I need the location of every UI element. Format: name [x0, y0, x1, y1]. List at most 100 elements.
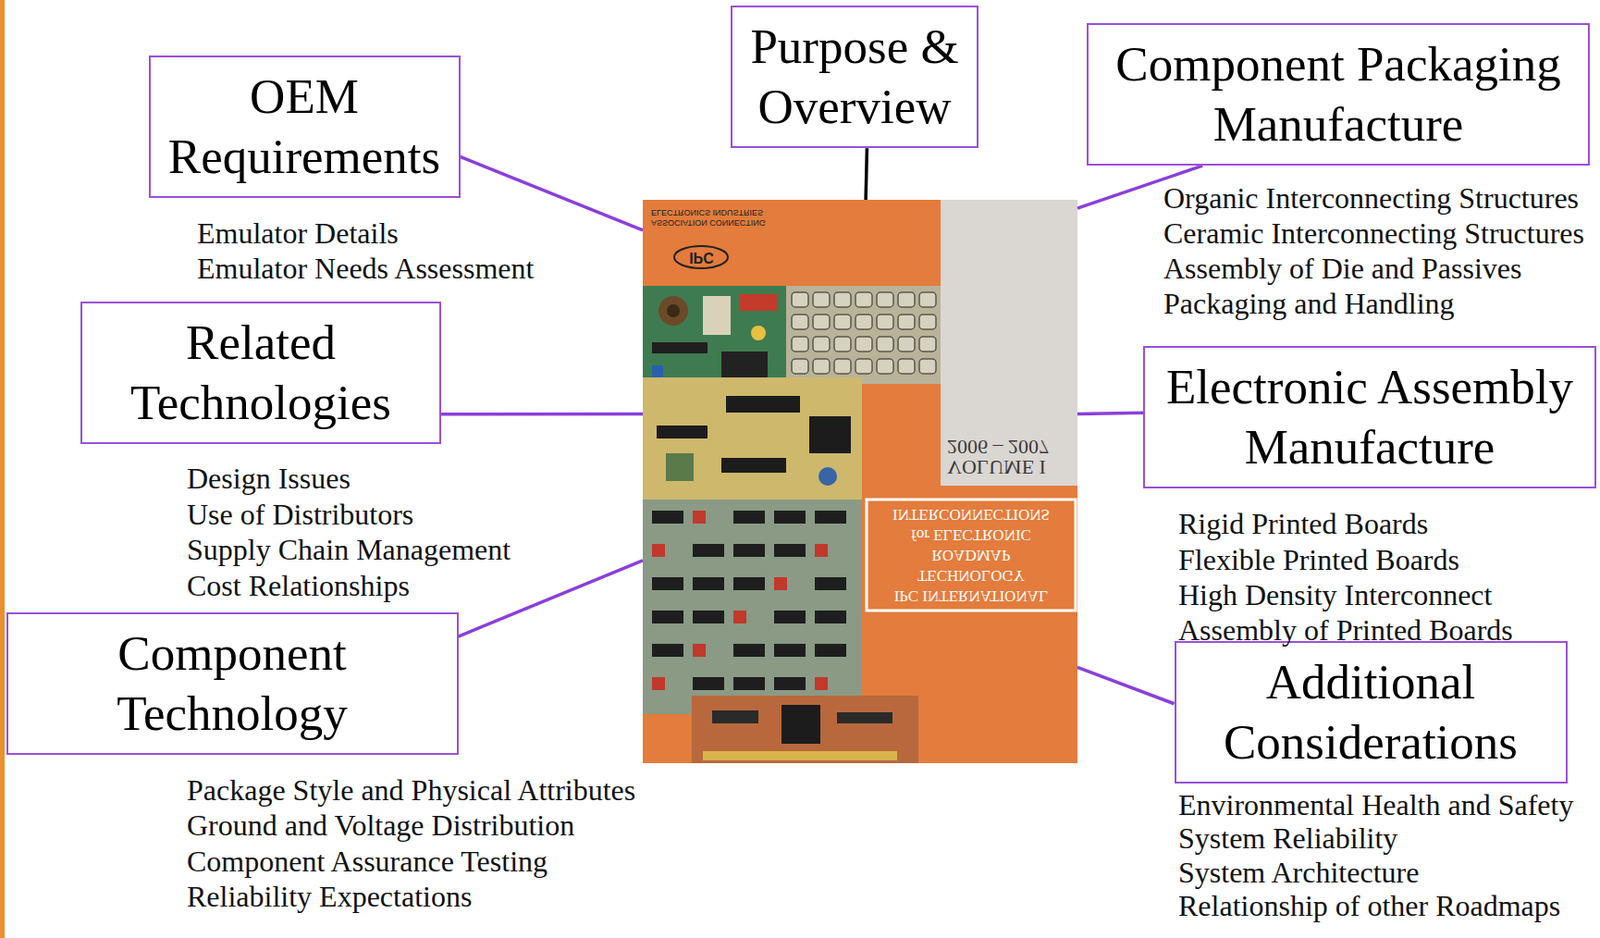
picture-part: [674, 246, 728, 269]
topic-item: Emulator Details: [196, 216, 399, 250]
picture-part: [834, 292, 851, 308]
picture-part: [733, 510, 765, 524]
picture-part: [666, 304, 680, 318]
picture-part: [774, 676, 806, 690]
picture-part: [652, 543, 665, 557]
picture-part: [814, 676, 828, 690]
picture-part: [940, 199, 1078, 486]
picture-part: [774, 610, 806, 624]
picture-part: [812, 292, 830, 308]
connector-line: [460, 156, 644, 230]
picture-part: [721, 351, 768, 380]
picture-part: [733, 610, 747, 624]
topic-item: Component Assurance Testing: [186, 844, 548, 878]
topic-item: Relationship of other Roadmaps: [1178, 888, 1561, 923]
topic-item: Organic Interconnecting Structures: [1163, 181, 1579, 215]
picture-part: [733, 643, 765, 657]
picture-part: [834, 336, 851, 352]
picture-part: [855, 292, 873, 308]
picture-part: [919, 358, 936, 374]
topic-item: Package Style and Physical Attributes: [186, 773, 636, 807]
box-title: Related Technologies: [91, 312, 431, 433]
picture-part: [665, 453, 694, 481]
picture-part: [876, 314, 894, 330]
cover-subtitle: for ELECTRONIC INTERCONNECTIONS: [882, 504, 1060, 545]
topic-item: Rigid Printed Boards: [1178, 506, 1428, 541]
picture-part: [834, 358, 851, 374]
picture-part: [876, 358, 894, 374]
box-title: Component Technology: [17, 623, 448, 744]
picture-part: [919, 292, 936, 308]
picture-part: [774, 577, 788, 591]
picture-part: [721, 457, 787, 473]
picture-part: [898, 314, 915, 330]
picture-part: [818, 467, 837, 486]
cover-image: IPC INTERNATIONAL TECHNOLOGY ROADMAPfor …: [642, 199, 1078, 764]
connector-line: [1077, 666, 1175, 703]
picture-part: [876, 336, 894, 352]
topic-box: Component Technology: [6, 612, 459, 755]
picture-part: [652, 610, 684, 624]
topic-item: Emulator Needs Assessment: [196, 251, 534, 285]
box-title: Component Packaging Manufacture: [1097, 34, 1579, 155]
picture-part: [692, 643, 706, 657]
topic-item: System Architecture: [1178, 855, 1419, 889]
picture-part: [702, 750, 898, 761]
topic-item: System Reliability: [1178, 821, 1398, 855]
picture-part: [702, 295, 731, 335]
picture-part: [866, 499, 1076, 611]
topic-box: Additional Considerations: [1174, 640, 1568, 784]
box-title: Electronic Assembly Manufacture: [1154, 356, 1586, 478]
picture-part: [733, 676, 765, 690]
connector-line: [865, 147, 867, 200]
picture-part: [919, 314, 936, 330]
connector-line: [441, 412, 643, 417]
topic-item: High Density Interconnect: [1178, 578, 1492, 612]
picture-part: [712, 710, 759, 724]
topic-item: Reliability Expectations: [186, 879, 472, 913]
topic-box: Electronic Assembly Manufacture: [1143, 345, 1597, 489]
picture-part: [791, 336, 809, 352]
topic-item: Environmental Health and Safety: [1178, 787, 1574, 822]
edge-strip: [0, 0, 5, 938]
picture-part: [652, 676, 665, 690]
topic-item: Design Issues: [186, 461, 351, 495]
box-title: OEM Requirements: [160, 66, 450, 187]
picture-part: [692, 543, 725, 557]
connector-line: [458, 560, 644, 637]
picture-part: [814, 577, 847, 591]
picture-part: [855, 358, 873, 374]
picture-part: [733, 543, 765, 557]
picture-part: [658, 295, 689, 326]
topic-item: Packaging and Handling: [1163, 286, 1455, 320]
connector-line: [1077, 412, 1144, 414]
picture-part: [814, 643, 847, 657]
picture-part: [781, 704, 821, 744]
picture-part: [809, 416, 851, 454]
topic-item: Ceramic Interconnecting Structures: [1163, 216, 1585, 250]
topic-item: Flexible Printed Boards: [1178, 542, 1460, 577]
topic-item: Supply Chain Management: [186, 532, 511, 567]
board-chips: [652, 510, 847, 690]
picture-part: [642, 199, 1078, 764]
picture-part: [919, 336, 936, 352]
logo-text: IPC: [676, 247, 727, 268]
picture-part: [836, 712, 893, 724]
picture-part: [692, 610, 725, 624]
picture-part: [812, 358, 830, 374]
box-title: Additional Considerations: [1185, 652, 1557, 773]
topic-item: Ground and Voltage Distribution: [186, 808, 575, 842]
picture-part: [692, 577, 725, 591]
picture-part: [812, 314, 830, 330]
picture-part: [791, 292, 809, 308]
picture-part: [855, 336, 873, 352]
topic-box: Purpose & Overview: [730, 5, 979, 148]
picture-part: [739, 294, 777, 311]
topic-item: Assembly of Printed Boards: [1178, 613, 1514, 647]
keypad-keys: [791, 292, 936, 374]
picture-part: [691, 695, 919, 764]
picture-part: [834, 314, 851, 330]
box-title: Purpose & Overview: [741, 16, 968, 137]
picture-part: [642, 377, 862, 500]
